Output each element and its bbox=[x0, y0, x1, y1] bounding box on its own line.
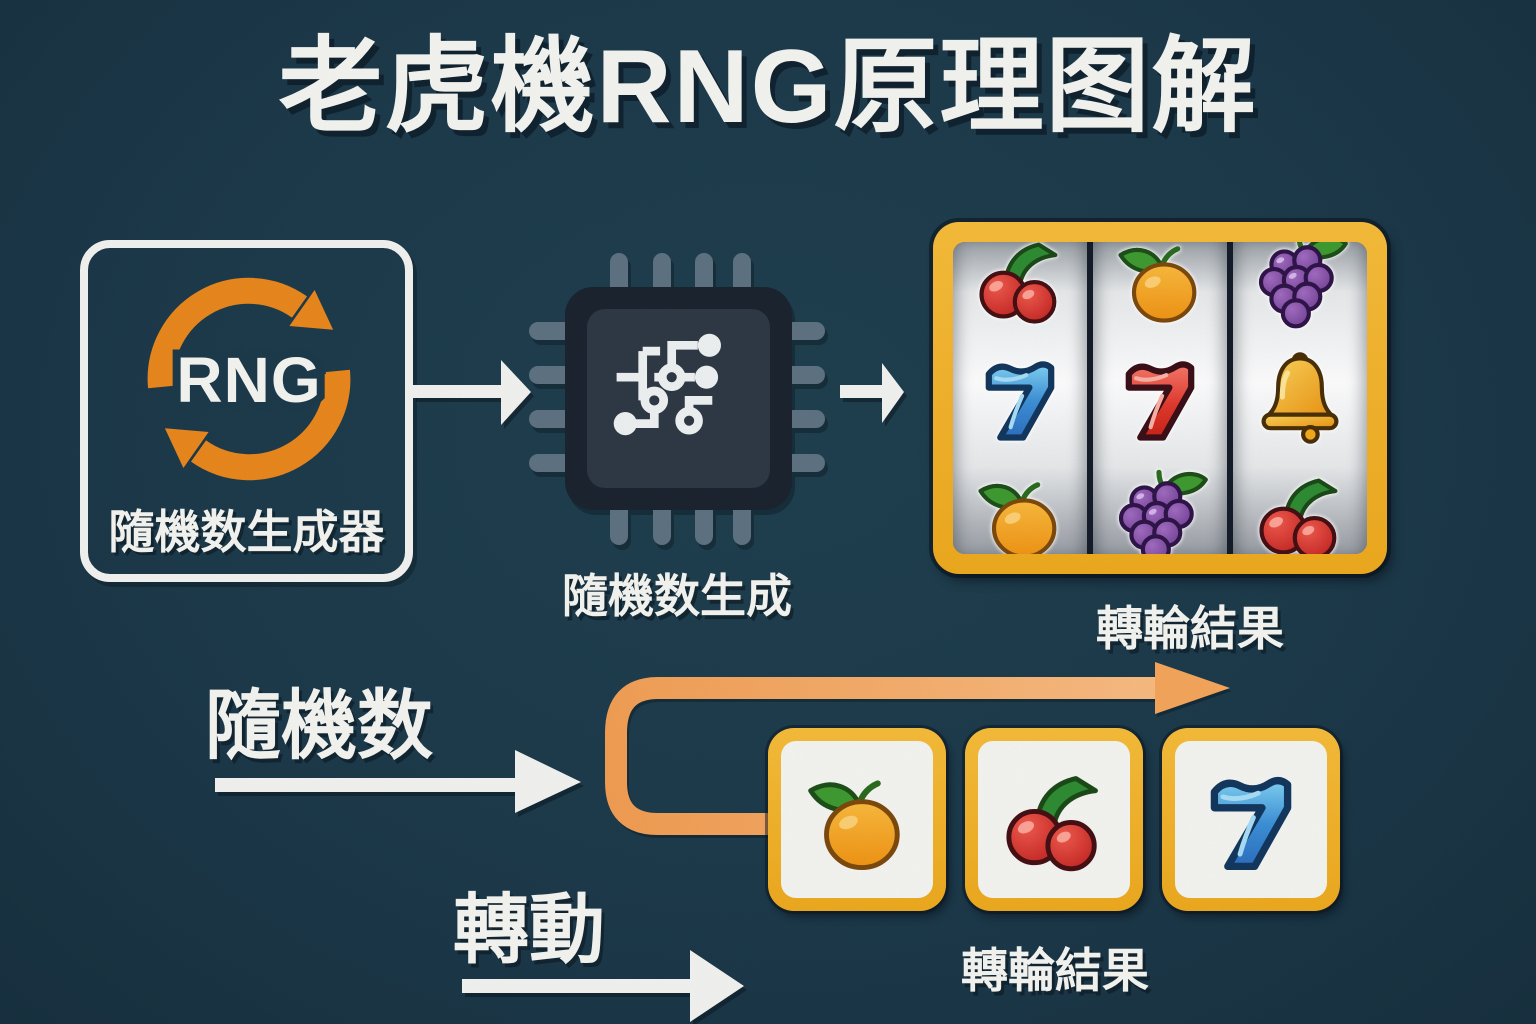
result-box-2 bbox=[965, 728, 1143, 911]
rng-acronym: RNG bbox=[176, 344, 321, 416]
arrow-rng-to-chip-icon bbox=[413, 360, 531, 425]
page-title: 老虎機RNG原理图解 bbox=[278, 29, 1258, 145]
cycle-arrows-icon: RNG bbox=[147, 277, 351, 481]
slot-symbol bbox=[1108, 346, 1212, 450]
slot-symbol bbox=[1248, 346, 1352, 450]
result-symbol bbox=[781, 741, 933, 898]
slot-symbol bbox=[1108, 242, 1212, 332]
result-symbol bbox=[978, 741, 1130, 898]
arrow-random-number-icon bbox=[215, 750, 581, 813]
chip-label: 隨機数生成 bbox=[562, 570, 792, 622]
slot-reels bbox=[953, 242, 1367, 554]
bottom-result-label: 轉輪結果 bbox=[961, 944, 1149, 997]
slot-symbol bbox=[968, 346, 1072, 450]
result-box-3 bbox=[1162, 728, 1340, 911]
slot-result-label: 轉輪結果 bbox=[1096, 602, 1284, 655]
arrow-chip-to-slot-icon bbox=[840, 363, 904, 423]
slot-reel-2 bbox=[1093, 242, 1227, 554]
slot-reel-1 bbox=[953, 242, 1087, 554]
slot-symbol bbox=[1108, 464, 1212, 554]
circuit-chip-icon bbox=[529, 253, 825, 545]
slot-reel-3 bbox=[1233, 242, 1367, 554]
slot-machine bbox=[933, 222, 1387, 574]
result-box-1 bbox=[768, 728, 946, 911]
rng-box-label: 隨機数生成器 bbox=[108, 506, 385, 558]
arrow-spin-icon bbox=[462, 950, 744, 1022]
rng-generator-box: RNG 隨機数生成器 bbox=[80, 240, 413, 582]
slot-symbol bbox=[968, 464, 1072, 554]
slot-symbol bbox=[968, 242, 1072, 332]
slot-symbol bbox=[1248, 242, 1352, 332]
slot-symbol bbox=[1248, 464, 1352, 554]
result-symbol bbox=[1175, 741, 1327, 898]
